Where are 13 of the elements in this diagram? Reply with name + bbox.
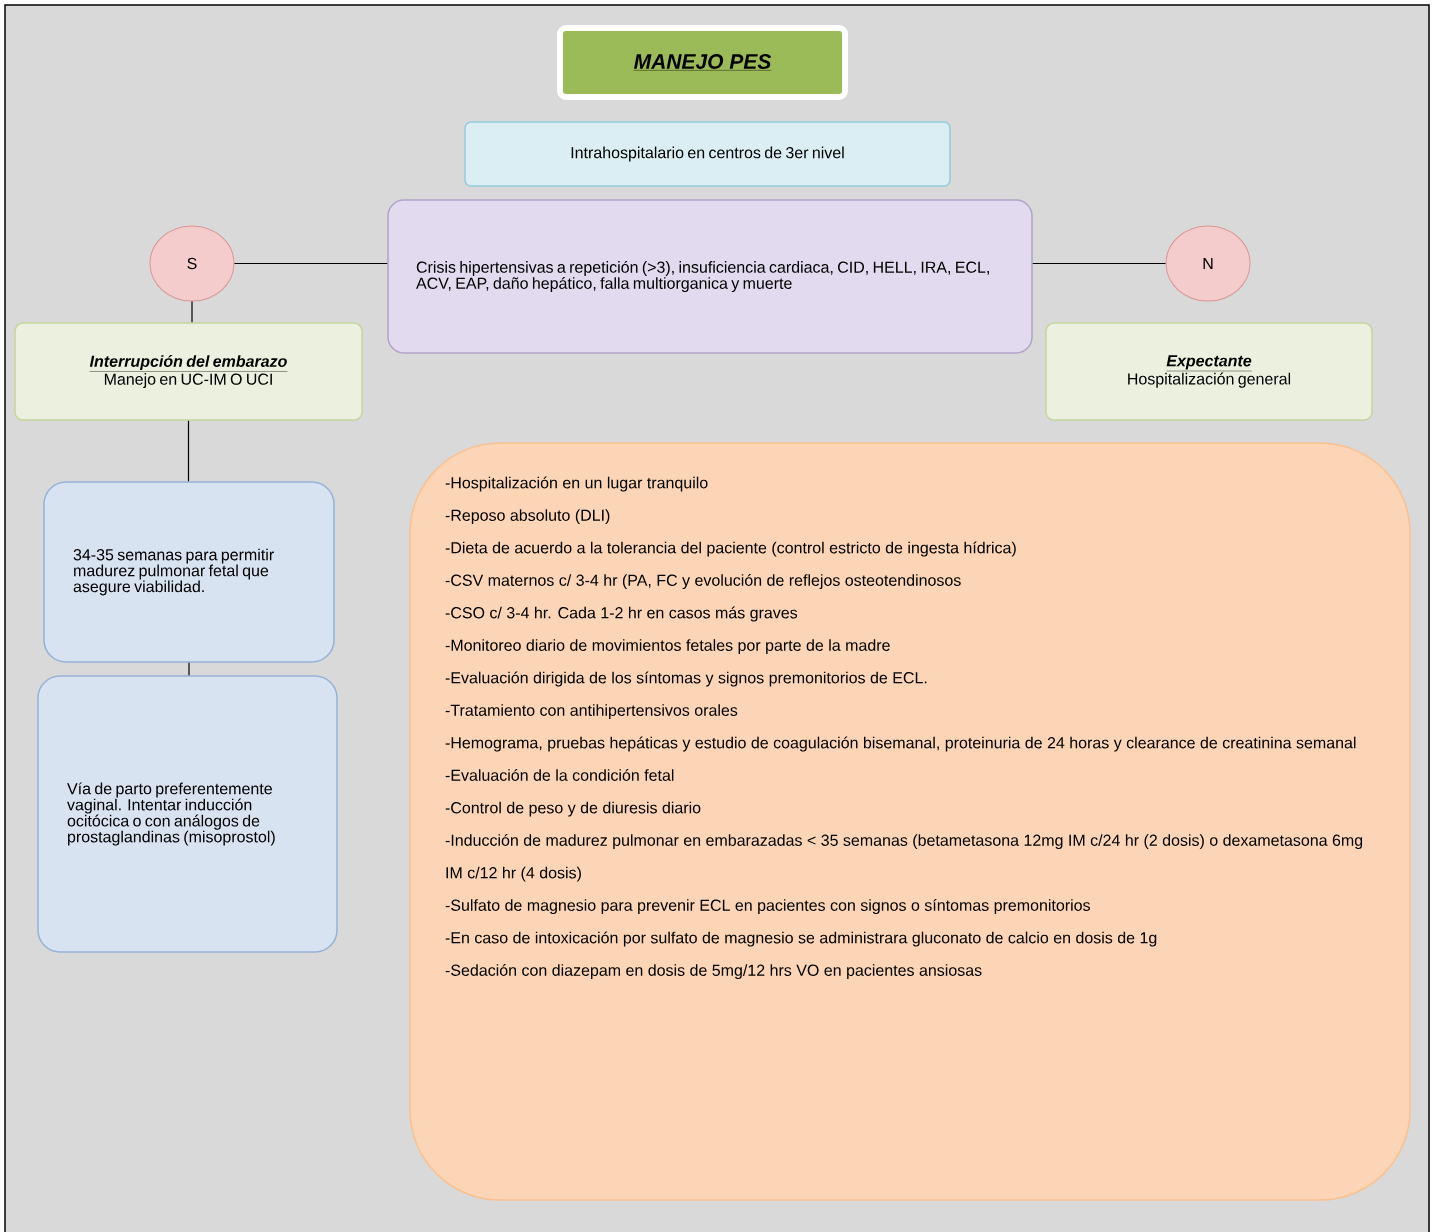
connector-line xyxy=(191,300,193,323)
connector-line xyxy=(188,662,190,676)
title-box: MANEJO PES xyxy=(557,25,848,100)
note-box: 34-35 semanas para permitir madurez pulmonar fetal que asegure viabilidad. xyxy=(43,481,335,663)
connector-line xyxy=(233,262,388,265)
process-box: Intrahospitalario en centros de 3er nivel xyxy=(464,121,951,187)
process-box: Interrupción del embarazo Manejo en UC-IM O UCI xyxy=(14,322,363,421)
process-box: Expectante Hospitalización general xyxy=(1045,322,1373,421)
note-box: Vía de parto preferentemente vaginal. Intentar inducción ocitócica o con análogos de prostaglandinas (misoprostol) xyxy=(37,675,338,953)
note-box: -Hospitalización en un lugar tranquilo -Reposo absoluto (DLI) -Dieta de acuerdo a la tolerancia del paciente (control estricto de ingesta hídrica) -CSV maternos c/ 3-4 hr (PA, FC y evolución de reflejos osteotendinosos -CSO c/ 3-4 hr. Cada 1-2 hr en casos más graves -Monitoreo diario de movimientos fetales por parte de la madre -Evaluación dirigida de los síntomas y signos premonitorios de ECL. -Tratamiento con antihipertensivos orales -Hemograma, pruebas hepáticas y estudio de coagulación bisemanal, proteinuria de 24 horas y clearance de creatinina semanal -Evaluación de la condición fetal -Control de peso y de diuresis diario -Inducción de madurez pulmonar en embarazadas < 35 semanas (betametasona 12mg IM c/24 hr (2 dosis) o dexametasona 6mg IM c/12 hr (4 dosis) -Sulfato de magnesio para prevenir ECL en pacientes con signos o síntomas premonitorios -En caso de intoxicación por sulfato de magnesio se administrara gluconato de calcio en dosis de 1g -Sedación con diazepam en dosis de 5mg/12 hrs VO en pacientes ansiosas xyxy=(409,442,1411,1201)
connector-line xyxy=(1032,262,1167,265)
connector-line xyxy=(187,420,190,482)
process-box: Crisis hipertensivas a repetición (>3), insuficiencia cardiaca, CID, HELL, IRA, ECL, ACV, EAP, daño hepático, falla multiorganica y muerte xyxy=(387,199,1033,354)
